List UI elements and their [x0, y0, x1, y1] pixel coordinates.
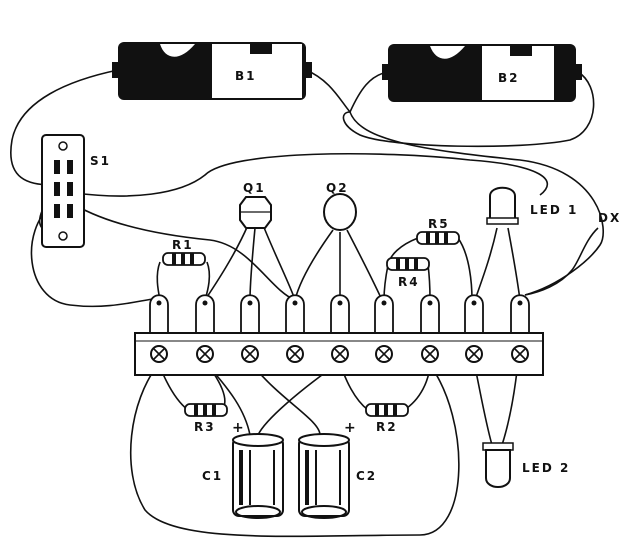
- led-1-rim: [486, 217, 519, 225]
- capacitor-c2-top: [298, 433, 350, 447]
- led-2-rim: [482, 442, 514, 451]
- resistor-r1-label: R1: [172, 238, 194, 252]
- switch-s1-screw-top: [58, 141, 68, 151]
- switch-s1: S1: [41, 134, 111, 248]
- terminal-lug: [149, 294, 169, 336]
- resistor-r5-band: [444, 232, 448, 244]
- resistor-r3-label: R3: [194, 420, 216, 434]
- switch-s1-body: [41, 134, 85, 248]
- terminal-lug: [285, 294, 305, 336]
- battery-b1: B1: [112, 42, 312, 100]
- resistor-r4-band: [396, 258, 400, 270]
- led-1: LED 1 DX: [486, 186, 621, 225]
- transistor-q2-label: Q2: [326, 181, 349, 195]
- resistor-r5: R5: [416, 217, 460, 245]
- resistor-r5-label: R5: [428, 217, 450, 231]
- terminal-lug: [464, 294, 484, 336]
- resistor-r3-band: [212, 404, 216, 416]
- resistor-r1-band: [181, 253, 185, 265]
- terminal-lug: [195, 294, 215, 336]
- battery-b2-terminal-left: [382, 64, 390, 80]
- resistor-r2: R2: [365, 403, 409, 434]
- terminal-lug: [420, 294, 440, 336]
- capacitor-c1: + C1: [202, 420, 284, 519]
- resistor-r2-band: [393, 404, 397, 416]
- led-1-body: [489, 186, 516, 223]
- resistor-r4-band: [414, 258, 418, 270]
- resistor-r1-band: [172, 253, 176, 265]
- battery-b2-terminal-mark: [510, 46, 532, 56]
- switch-s1-pin-5: [54, 204, 60, 218]
- terminal-lug: [240, 294, 260, 336]
- switch-s1-pin-3: [54, 182, 60, 196]
- terminal-lug: [510, 294, 530, 336]
- resistor-r5-band: [426, 232, 430, 244]
- switch-s1-screw-bottom: [58, 231, 68, 241]
- battery-b2-terminal-right: [574, 64, 582, 80]
- led-1-label: LED 1: [530, 203, 578, 217]
- capacitor-c1-bottom: [235, 505, 281, 519]
- battery-b2-highlight: [430, 46, 465, 59]
- terminal-lug: [374, 294, 394, 336]
- terminal-strip: [134, 294, 544, 376]
- terminal-lug: [330, 294, 350, 336]
- capacitor-c1-plus: +: [232, 420, 244, 436]
- led-2: LED 2: [482, 442, 570, 488]
- terminal-lug-holes: [156, 300, 523, 306]
- transistor-q1-label: Q1: [243, 181, 266, 195]
- capacitor-c2-plus: +: [344, 420, 356, 436]
- capacitor-c1-top: [232, 433, 284, 447]
- switch-s1-label: S1: [90, 154, 111, 168]
- wires: [10, 69, 604, 538]
- battery-b1-label: B1: [235, 69, 257, 83]
- transistor-q2-body: [323, 193, 357, 231]
- battery-b2: B2: [382, 44, 582, 102]
- transistor-q2: Q2: [323, 181, 357, 231]
- resistor-r4-band: [405, 258, 409, 270]
- battery-b1-terminal-mark: [250, 44, 272, 54]
- switch-s1-pin-2: [67, 160, 73, 174]
- switch-s1-pin-6: [67, 204, 73, 218]
- resistor-r3-band: [203, 404, 207, 416]
- dx-label: DX: [598, 211, 621, 225]
- battery-b1-highlight: [160, 44, 195, 57]
- capacitor-c2: + C2: [298, 420, 377, 519]
- led-2-label: LED 2: [522, 461, 570, 475]
- transistor-q1: Q1: [239, 181, 272, 229]
- capacitor-c2-label: C2: [356, 469, 377, 483]
- resistor-r3-band: [194, 404, 198, 416]
- capacitor-c1-label: C1: [202, 469, 223, 483]
- resistor-r2-label: R2: [376, 420, 398, 434]
- resistor-r1-band: [190, 253, 194, 265]
- switch-s1-pin-4: [67, 182, 73, 196]
- capacitor-c2-bottom: [301, 505, 347, 519]
- resistor-r4: R4: [386, 257, 430, 289]
- led-2-body: [485, 449, 511, 488]
- terminal-lugs: [149, 294, 530, 336]
- switch-s1-pin-1: [54, 160, 60, 174]
- terminal-screw-slots: [153, 348, 526, 360]
- resistor-r3: R3: [184, 403, 228, 434]
- resistor-r2-band: [375, 404, 379, 416]
- battery-b1-terminal-right: [304, 62, 312, 78]
- resistor-r1: R1: [162, 238, 206, 266]
- resistor-r5-band: [435, 232, 439, 244]
- battery-b2-label: B2: [498, 71, 520, 85]
- resistor-r4-label: R4: [398, 275, 420, 289]
- resistor-r2-band: [384, 404, 388, 416]
- battery-b1-terminal-left: [112, 62, 120, 78]
